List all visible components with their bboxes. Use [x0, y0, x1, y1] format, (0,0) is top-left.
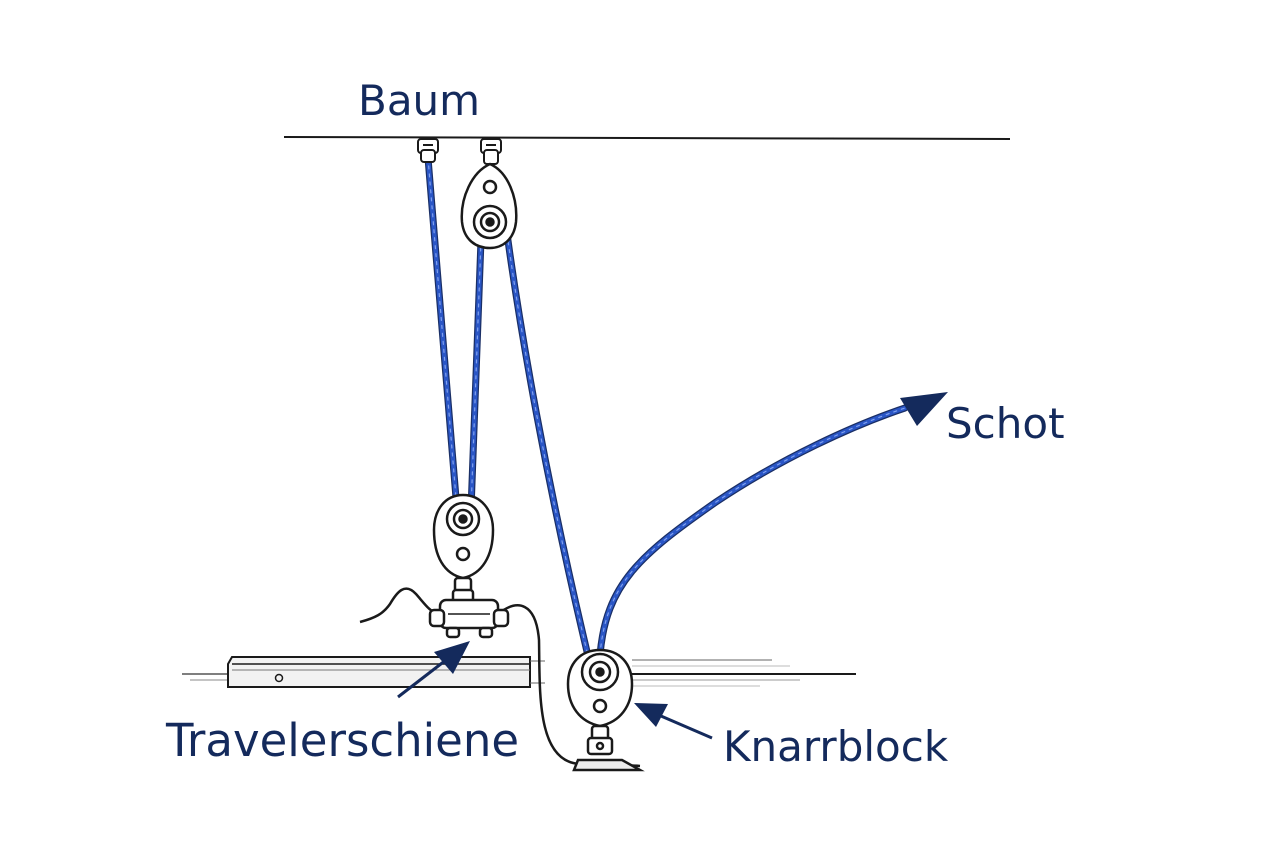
- deck-line-right: [632, 659, 856, 687]
- upper-block: [460, 162, 518, 250]
- traveler-track: [182, 656, 545, 688]
- ratchet-pointer-arrow: [634, 703, 713, 740]
- traveler-car: [428, 598, 510, 639]
- middle-block: [432, 493, 495, 604]
- boom-label: Baum: [358, 76, 481, 125]
- sheet-arrow-head: [900, 392, 948, 426]
- ratchet-block: [566, 648, 645, 772]
- sheet-label: Schot: [946, 399, 1065, 448]
- boom-eye-left: [417, 138, 439, 163]
- boom-line: [283, 136, 1011, 140]
- ratchet-block-label: Knarrblock: [723, 722, 949, 771]
- sheet-rope: [424, 154, 909, 664]
- traveler-pointer-arrow: [397, 641, 470, 699]
- boom-eye-right: [480, 138, 502, 165]
- traveler-track-label: Travelerschiene: [166, 714, 520, 767]
